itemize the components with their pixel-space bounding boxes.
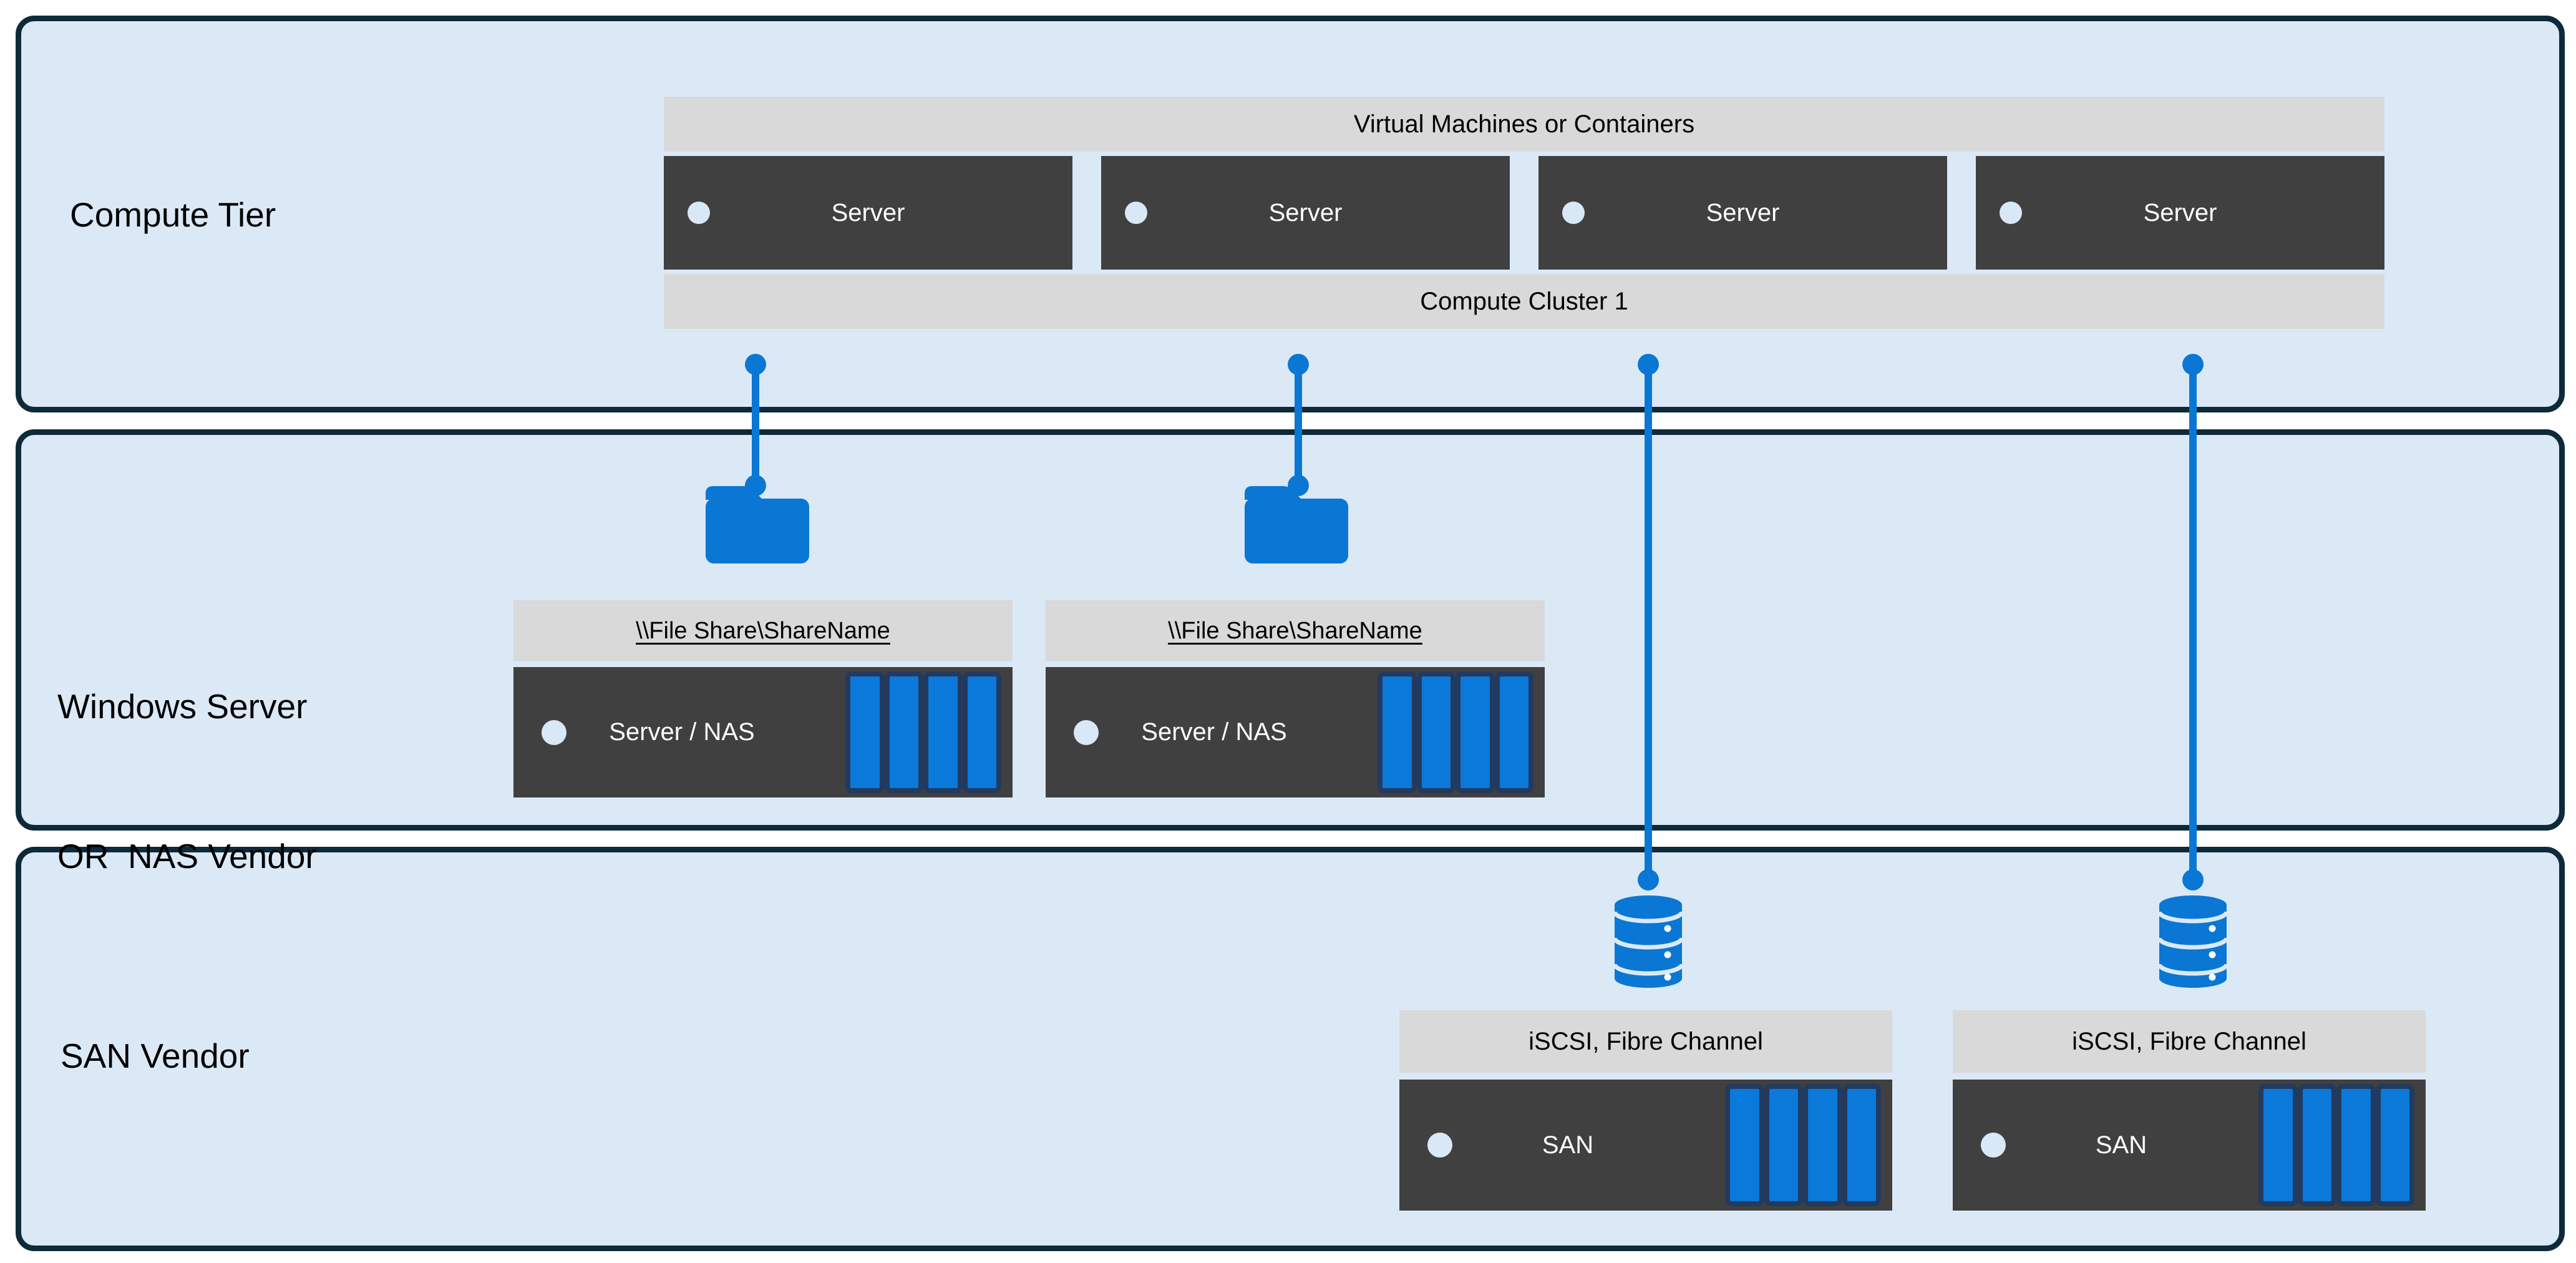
led-circle-icon <box>1562 202 1585 224</box>
disk-icon <box>2336 1084 2376 1206</box>
disk-array-icon <box>1725 1084 1881 1206</box>
disk-icon <box>2258 1084 2298 1206</box>
connector-line-1 <box>752 364 759 485</box>
connector-dot <box>745 354 766 375</box>
disk-icon <box>1842 1084 1881 1206</box>
folder-icon <box>1245 486 1348 563</box>
led-circle-icon <box>1074 719 1099 745</box>
database-cylinder-icon <box>2157 895 2228 988</box>
led-circle-icon <box>1427 1133 1452 1158</box>
tier-label-san: SAN Vendor <box>61 1036 250 1075</box>
disk-icon <box>923 671 963 793</box>
disk-icon <box>845 671 885 793</box>
led-circle-icon <box>1125 202 1147 224</box>
nas-device-box-1: Server / NAS <box>513 667 1013 797</box>
led-circle-icon <box>1981 1133 2006 1158</box>
server-box-1: Server <box>664 156 1072 270</box>
disk-array-icon <box>2258 1084 2414 1206</box>
san-device-box-1: SAN <box>1399 1080 1892 1211</box>
server-box-3: Server <box>1538 156 1947 270</box>
led-circle-icon <box>2000 202 2022 224</box>
san-protocol-bar: iSCSI, Fibre Channel <box>1399 1010 1892 1073</box>
san-device-box-2: SAN <box>1953 1080 2426 1211</box>
connector-line-2 <box>1295 364 1302 485</box>
compute-cluster-footer-bar: Compute Cluster 1 <box>664 274 2384 329</box>
connector-dot <box>2182 354 2204 375</box>
connector-dot <box>2182 869 2204 890</box>
connector-line-4 <box>2189 364 2197 880</box>
server-label: Server <box>1268 198 1343 227</box>
file-share-path: \\File Share\ShareName <box>636 617 890 644</box>
file-share-path-bar: \\File Share\ShareName <box>513 600 1013 661</box>
nas-device-label: Server / NAS <box>609 718 755 746</box>
san-device-label: SAN <box>1542 1131 1594 1159</box>
file-share-path-bar: \\File Share\ShareName <box>1046 600 1545 661</box>
disk-icon <box>1725 1084 1764 1206</box>
disk-icon <box>962 671 1001 793</box>
tier-label-file-storage: Windows Server OR NAS Vendor <box>57 582 317 981</box>
file-share-path: \\File Share\ShareName <box>1168 617 1422 644</box>
tier-label-file-line1: Windows Server <box>57 687 308 726</box>
tier-label-file-line2: OR NAS Vendor <box>57 837 317 875</box>
disk-icon <box>1416 671 1456 793</box>
led-circle-icon <box>688 202 710 224</box>
disk-icon <box>1494 671 1533 793</box>
disk-array-icon <box>845 671 1001 793</box>
san-protocol-bar: iSCSI, Fibre Channel <box>1953 1010 2426 1073</box>
server-label: Server <box>1706 198 1780 227</box>
connector-dot <box>1638 354 1659 375</box>
disk-icon <box>1803 1084 1842 1206</box>
disk-array-icon <box>1378 671 1533 793</box>
database-cylinder-icon <box>1613 895 1684 988</box>
nas-device-label: Server / NAS <box>1141 718 1287 746</box>
connector-dot <box>1638 869 1659 890</box>
disk-icon <box>1378 671 1417 793</box>
disk-icon <box>2297 1084 2336 1206</box>
tier-label-compute: Compute Tier <box>70 195 276 234</box>
disk-icon <box>1456 671 1495 793</box>
server-label: Server <box>2143 198 2217 227</box>
server-row: Server Server Server Server <box>664 156 2384 270</box>
disk-icon <box>2375 1084 2414 1206</box>
san-device-label: SAN <box>2095 1131 2147 1159</box>
connector-line-3 <box>1645 364 1652 880</box>
server-box-2: Server <box>1101 156 1510 270</box>
server-box-4: Server <box>1976 156 2384 270</box>
folder-icon <box>706 486 809 563</box>
disk-icon <box>1764 1084 1803 1206</box>
nas-device-box-2: Server / NAS <box>1046 667 1545 797</box>
led-circle-icon <box>542 719 566 745</box>
server-label: Server <box>831 198 905 227</box>
vm-containers-header-bar: Virtual Machines or Containers <box>664 97 2384 152</box>
disk-icon <box>884 671 923 793</box>
connector-dot <box>1288 354 1309 375</box>
